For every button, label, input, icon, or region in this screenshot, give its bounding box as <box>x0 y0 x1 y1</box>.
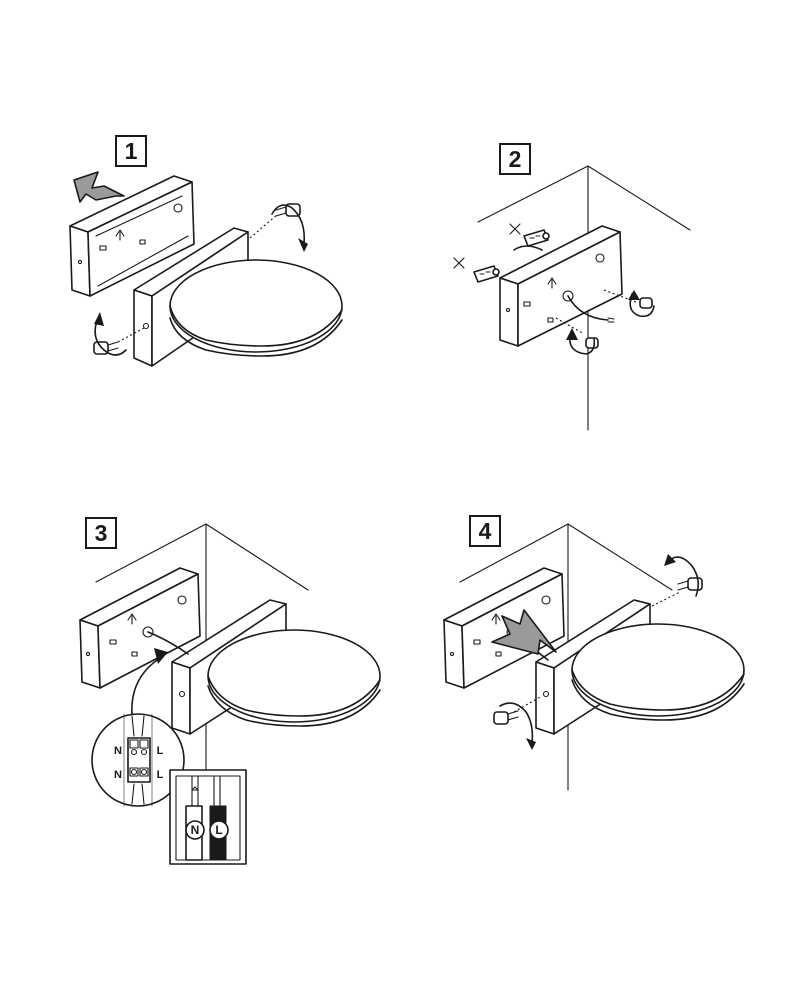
terminal-label-n-bottom: N <box>114 769 122 781</box>
step-1-box <box>115 135 147 167</box>
mounting-plate <box>499 225 623 347</box>
wire-n-badge <box>185 820 205 840</box>
connect-arrowhead-icon <box>154 648 168 664</box>
step-2-box <box>499 143 531 175</box>
wire-label-l: L <box>215 823 222 837</box>
wire-color-key: N L <box>169 769 247 865</box>
screw-right-icon <box>603 289 655 318</box>
wall-plug-left-icon <box>453 257 500 283</box>
wire-key-frame <box>169 769 247 865</box>
screw-left-icon <box>493 695 543 750</box>
remove-arrow-icon <box>73 171 125 203</box>
wire-label-n: N <box>191 823 200 837</box>
terminal-block-detail: N L N L <box>91 713 185 807</box>
lamp-body <box>535 599 745 735</box>
wall-plug-top-icon <box>509 223 550 247</box>
mounting-plate <box>79 567 201 689</box>
step-3-box <box>85 517 117 549</box>
wire-l-badge <box>209 820 229 840</box>
terminal-label-n-top: N <box>114 745 122 757</box>
power-cable <box>567 295 609 321</box>
cable-ends <box>607 317 615 323</box>
step-4-label: 4 <box>479 518 492 544</box>
lamp-body <box>133 227 343 367</box>
mounting-plate <box>69 175 195 297</box>
step-4-box <box>469 515 501 547</box>
push-arrow-icon <box>491 609 557 655</box>
screw-right-icon <box>249 203 308 252</box>
step-1-label: 1 <box>125 138 138 164</box>
step-2-label: 2 <box>509 146 522 172</box>
screw-right-icon <box>651 554 703 607</box>
step-1-panel: 1 <box>69 135 343 367</box>
terminal-label-l-bottom: L <box>157 769 164 781</box>
lamp-body <box>171 599 381 735</box>
screw-left-icon <box>93 312 145 356</box>
step-2-panel: 2 <box>453 143 691 431</box>
step-3-label: 3 <box>95 520 108 546</box>
screw-bottom-icon <box>555 317 599 355</box>
step-4-panel: 4 <box>443 515 745 791</box>
connect-arrow-icon <box>131 657 161 715</box>
step-3-panel: 3 <box>79 517 381 865</box>
pipe <box>513 245 543 251</box>
terminal-label-l-top: L <box>157 745 164 757</box>
power-cable <box>147 631 189 655</box>
